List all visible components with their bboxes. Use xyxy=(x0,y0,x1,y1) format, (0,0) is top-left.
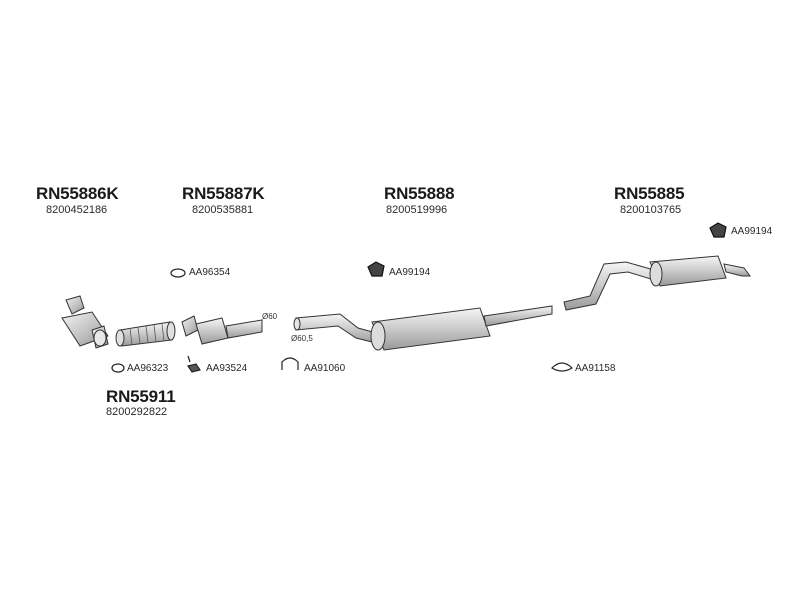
part-number: 8200535881 xyxy=(192,204,254,216)
ring-gasket-icon xyxy=(111,363,125,373)
rubber-mount-icon xyxy=(367,261,385,277)
catalytic-converter-part xyxy=(61,295,109,349)
accessory-label: AA99194 xyxy=(731,226,773,237)
rear-silencer-part xyxy=(563,255,751,311)
part-number: 8200519996 xyxy=(386,204,448,216)
diameter-label: Ø60,5 xyxy=(291,334,313,343)
part-code-rn55886k: RN55886K xyxy=(36,184,119,203)
accessory-label: AA91158 xyxy=(575,363,616,374)
centre-silencer-part xyxy=(293,305,553,351)
accessory-label: AA96323 xyxy=(127,363,169,374)
accessory-label: AA91060 xyxy=(304,363,346,374)
bolt-set-icon xyxy=(187,355,201,373)
part-number: 8200103765 xyxy=(620,204,682,216)
accessory-label: AA99194 xyxy=(389,267,431,278)
part-code-rn55911: RN55911 xyxy=(106,387,176,406)
part-code-rn55885: RN55885 xyxy=(614,184,685,203)
front-pipe-part xyxy=(181,315,263,345)
rubber-mount-icon xyxy=(709,222,727,238)
u-clamp-icon xyxy=(281,357,299,370)
part-number: 8200452186 xyxy=(46,204,108,216)
part-number: 8200292822 xyxy=(106,406,168,418)
part-code-rn55888: RN55888 xyxy=(384,184,455,203)
ring-gasket-icon xyxy=(170,268,186,278)
accessory-label: AA93524 xyxy=(206,363,248,374)
diameter-label: Ø60 xyxy=(262,312,278,321)
flex-pipe-part xyxy=(115,321,176,347)
part-code-rn55887k: RN55887K xyxy=(182,184,265,203)
clamp-icon xyxy=(551,362,573,372)
accessory-label: AA96354 xyxy=(189,267,231,278)
